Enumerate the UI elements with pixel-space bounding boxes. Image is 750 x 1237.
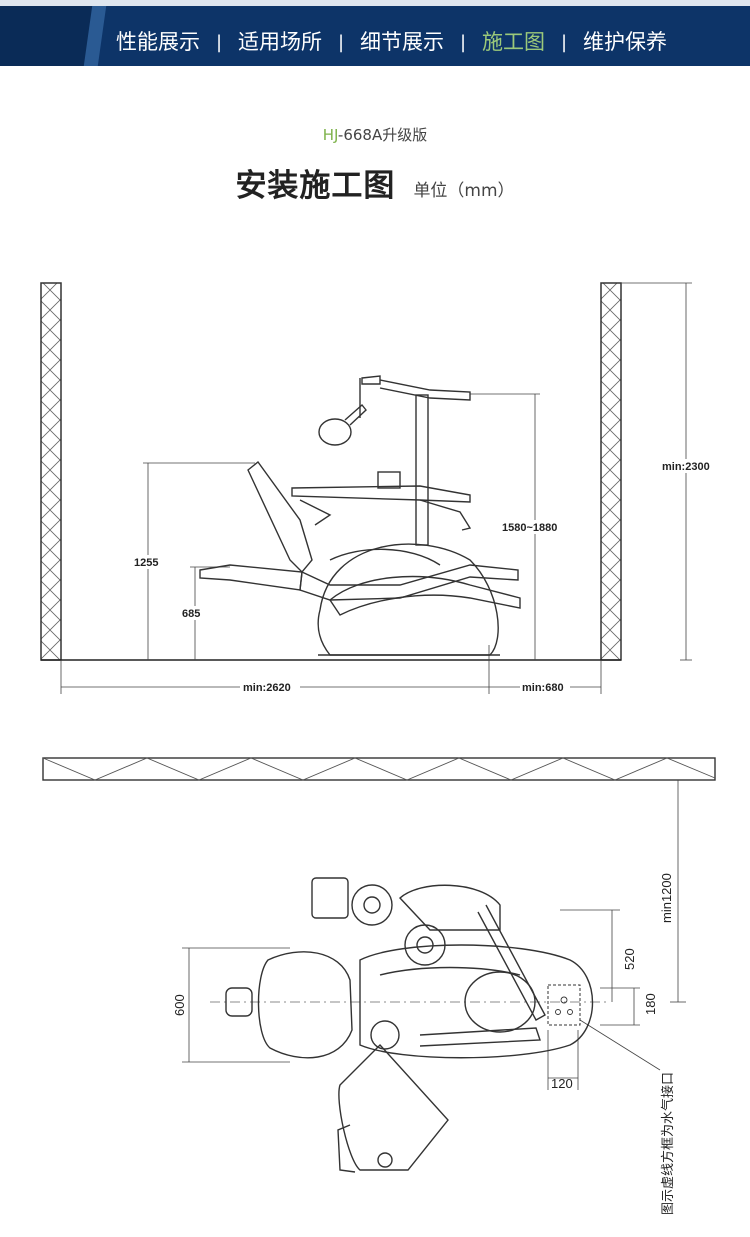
dim-back-height-label: 1255 bbox=[134, 557, 158, 569]
plan-wall-hatch bbox=[42, 757, 716, 781]
dim-head-width-label: 600 bbox=[172, 994, 187, 1016]
model-name: HJ-668A升级版 bbox=[0, 124, 750, 145]
plan-view-diagram: min1200 600 520 180 120 图示虚线方框为水气接口 bbox=[42, 757, 716, 1215]
nav-corner-block bbox=[0, 6, 96, 66]
tab-applications[interactable]: 适用场所 bbox=[238, 30, 322, 54]
nav-separator: | bbox=[459, 31, 467, 53]
side-elevation-diagram: min:2300 1580~1880 1255 685 min:2620 min… bbox=[40, 282, 714, 694]
dim-port-offset bbox=[600, 987, 640, 1026]
nav-separator: | bbox=[337, 31, 345, 53]
dim-wall-distance bbox=[670, 780, 686, 1003]
top-nav-bar: 性能展示 | 适用场所 | 细节展示 | 施工图 | 维护保养 bbox=[0, 0, 750, 66]
left-wall bbox=[40, 282, 62, 661]
section-title-wrap: 安装施工图单位（mm） bbox=[0, 160, 750, 205]
note-leader-line bbox=[579, 1019, 661, 1071]
dim-head-width bbox=[182, 947, 290, 1063]
dim-side-offset bbox=[560, 909, 620, 1002]
model-suffix: -668A升级版 bbox=[337, 126, 428, 144]
dim-height-total-label: min:2300 bbox=[662, 461, 710, 473]
nav-separator: | bbox=[560, 31, 568, 53]
dim-width-rear-label: min:680 bbox=[522, 682, 564, 694]
top-light-strip bbox=[0, 0, 750, 6]
dim-port-width-label: 120 bbox=[551, 1076, 573, 1091]
port-note: 图示虚线方框为水气接口 bbox=[660, 1072, 675, 1215]
right-wall bbox=[600, 282, 622, 661]
unit-label: 单位（mm） bbox=[413, 181, 515, 201]
page-title: 安装施工图 bbox=[235, 168, 396, 204]
port-circles bbox=[555, 996, 573, 1015]
dim-width-main-label: min:2620 bbox=[243, 682, 291, 694]
dim-port-offset-label: 180 bbox=[643, 993, 658, 1015]
plan-wall bbox=[42, 757, 716, 781]
dim-wall-distance-label: min1200 bbox=[659, 873, 674, 923]
dim-side-offset-label: 520 bbox=[622, 948, 637, 970]
nav-separator: | bbox=[215, 31, 223, 53]
nav-tabs: 性能展示 | 适用场所 | 细节展示 | 施工图 | 维护保养 bbox=[104, 22, 679, 62]
tab-maintenance[interactable]: 维护保养 bbox=[583, 30, 667, 54]
tab-details[interactable]: 细节展示 bbox=[360, 30, 444, 54]
dim-light-height-label: 1580~1880 bbox=[502, 522, 557, 534]
dim-seat-height-label: 685 bbox=[182, 608, 200, 620]
dental-chair-side bbox=[199, 375, 521, 656]
model-prefix: HJ bbox=[322, 126, 338, 144]
tab-performance[interactable]: 性能展示 bbox=[116, 30, 200, 54]
water-air-port-box bbox=[547, 984, 581, 1026]
dental-chair-plan bbox=[225, 877, 594, 1173]
tab-construction-drawing[interactable]: 施工图 bbox=[482, 30, 545, 54]
dim-width-lines bbox=[60, 645, 602, 694]
